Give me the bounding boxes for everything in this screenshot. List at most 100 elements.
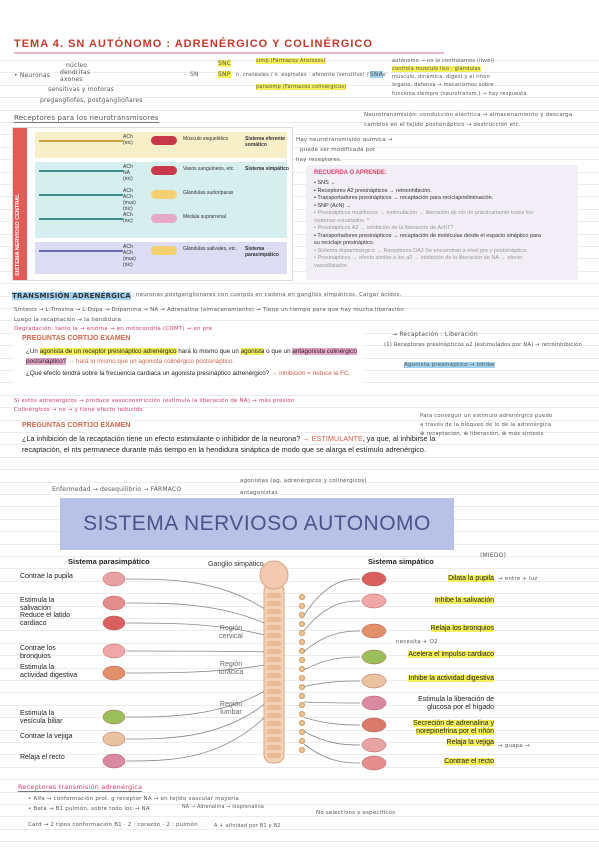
pregunta-2: ¿Qué efecto tendrá sobre la frecuencia c…: [26, 369, 364, 379]
beta-line: • Beta → B1 pulmón, sobre todo loc → NA: [28, 806, 150, 812]
ganglion: [299, 720, 305, 726]
nt-value: ACh NA: [123, 164, 133, 176]
vertebra: [267, 649, 281, 654]
target-label: Glándulas sudoríparas: [183, 190, 234, 196]
pre-post-label: pregangliofes, postganglioñares: [40, 97, 143, 104]
organ-icon-left: [102, 753, 126, 769]
card-line: Card → 2 tipos conformación B1 · 2 : cor…: [28, 822, 198, 828]
organ-icon-left: [102, 571, 126, 587]
ruled-line: [0, 270, 599, 272]
ganglion: [299, 639, 305, 645]
recuerda-item: su reciclaje presináptico.: [314, 240, 375, 246]
sna-note-3: músculo, dinámica, digest y el riñón: [392, 74, 490, 80]
brain-shape: [259, 560, 289, 590]
receptores-a2: (1) Receptores presinápticos a2 (estimul…: [384, 342, 582, 348]
snc-label: SNC: [218, 60, 232, 67]
nt-value: ACh: [123, 212, 133, 218]
spinal-region-label: Región lumbar: [219, 701, 243, 716]
q3-answer: → ESTIMULANTE: [300, 434, 363, 443]
ruled-line: [0, 208, 599, 210]
ruled-line: [0, 407, 599, 409]
vertebra: [267, 689, 281, 694]
ruled-line: [0, 72, 599, 74]
ruled-line: [0, 766, 599, 768]
snp-list: n. craneales / n. espinales · aferente (…: [236, 72, 387, 78]
q1-part-c: hará lo mismo que un: [176, 348, 241, 355]
sna-banner: SISTEMA NERVIOSO AUTONOMO: [60, 498, 454, 550]
axon-line: [39, 140, 123, 142]
neuro-mod-note-3: hay receptores.: [296, 157, 342, 163]
ruled-line: [0, 754, 599, 756]
q1-part-b: agonista de un receptor presináptico adr…: [39, 348, 177, 355]
sympathetic-nerve: [303, 630, 361, 652]
target-label: Médula suprarrenal: [183, 214, 227, 220]
vertebra: [267, 617, 281, 622]
recaptacion-line: Luego la recaptación → la hendidura: [14, 317, 122, 323]
degradacion-line: Degradación: tanto la → enzima → en mito…: [14, 326, 213, 332]
sympathetic-nerve: [303, 701, 361, 704]
recuerda-item: ▪ Presinápticos A2 → inhibición de la li…: [314, 225, 454, 231]
recuerda-item: • SNS →: [314, 180, 336, 186]
ruled-line: [0, 841, 599, 843]
ruled-line: [0, 320, 599, 322]
vertebra: [267, 745, 281, 750]
simp-label: simp (Fármacos Ansiosos): [256, 58, 326, 64]
ruled-line: [0, 134, 599, 136]
parasympathetic-heading: Sistema parasimpático: [68, 557, 150, 566]
sympathetic-effect-label: Estimula la liberación de glucosa por el…: [418, 696, 494, 711]
afinidad-note: A + afinidad por B1 y B2: [214, 823, 281, 829]
ruled-line: [0, 184, 599, 185]
parasympathetic-nerve: [125, 650, 265, 653]
side-note-3: ⊕ recaptación, ⊕ liberación, ⊕ más sínte…: [420, 431, 544, 437]
parasympathetic-effect-label: Contrae los bronquios: [20, 645, 56, 660]
ruled-line: [0, 432, 599, 433]
neurotransmision-note-2: cambios en el tejido postsináptico → des…: [364, 122, 521, 128]
ruled-line: [0, 630, 599, 632]
vertebra: [267, 753, 281, 758]
alfa-line: • Alfa → conformación prot. g receptor N…: [28, 796, 239, 802]
parasimp-label: parasimp (Fármacos colinérgicos): [256, 84, 347, 90]
sympathetic-effect-label: Inhibe la actividad digestiva: [408, 675, 494, 682]
target-organ-icon: [151, 190, 177, 199]
neurotransmision-note: Neurotransmisión: conducción eléctrica →…: [364, 112, 573, 118]
organ-icon-right: [361, 571, 387, 587]
q1-part-d: agonista: [240, 348, 265, 355]
sensitivas-label: sensitivas y motoras: [48, 86, 114, 93]
ganglion: [299, 594, 305, 600]
sna-figure-svg: [102, 560, 387, 771]
organ-icon-left: [102, 731, 126, 747]
system-label: Sistema eferente somático: [245, 136, 286, 148]
vertebra: [267, 713, 281, 718]
sn-label: SN: [190, 71, 199, 78]
cns-label: SISTEMA NERVIOSO CENTRAL: [15, 193, 21, 276]
sympathetic-nerve: [303, 680, 361, 687]
nt-label: ACh(nic): [123, 134, 133, 146]
rec-value: (nic): [123, 140, 133, 146]
parasympathetic-nerve: [125, 704, 265, 740]
recuerda-item: ▪ Presinápticos muslínicos → estimulació…: [314, 210, 533, 216]
sna-label: SNA: [370, 71, 384, 78]
nerve-lines: [125, 578, 361, 764]
sna-note-5: funciona siempre (neurotransm.) → hay re…: [392, 91, 527, 97]
recuerda-box: RECUERDA O APRENDE: • SNS → ▪ Receptores…: [306, 165, 578, 280]
vertebra: [267, 729, 281, 734]
ruled-line: [0, 221, 599, 223]
ruled-line: [0, 655, 599, 657]
pregunta-recaptacion: ¿La inhibición de la recaptación tiene u…: [22, 433, 452, 455]
system-label: Sistema parasimpático: [245, 246, 279, 258]
ruled-line: [0, 556, 599, 557]
rec-value: (nic): [123, 218, 133, 224]
ganglion: [299, 675, 305, 681]
recaptacion-liberacion: → Recaptación : Liberación: [392, 331, 478, 338]
sna-diagram: Sistema parasimpático Ganglio simpático …: [18, 552, 578, 775]
preguntas-box-1: PREGUNTAS CORTIJO EXAMEN ¿Un agonista de…: [14, 333, 364, 393]
neuro-mod-note-2: puede ser modificada por: [300, 147, 376, 153]
receptores-heading: Receptores para los neurotransmisores: [14, 114, 159, 123]
vertebra: [267, 641, 281, 646]
target-organ-icon: [151, 136, 177, 145]
rec-value: (nic): [123, 206, 133, 212]
parasympathetic-nerve: [125, 602, 265, 624]
ruled-line: [0, 692, 599, 694]
dendritas-label: dendritas: [60, 69, 91, 76]
ruled-line: [0, 580, 599, 582]
